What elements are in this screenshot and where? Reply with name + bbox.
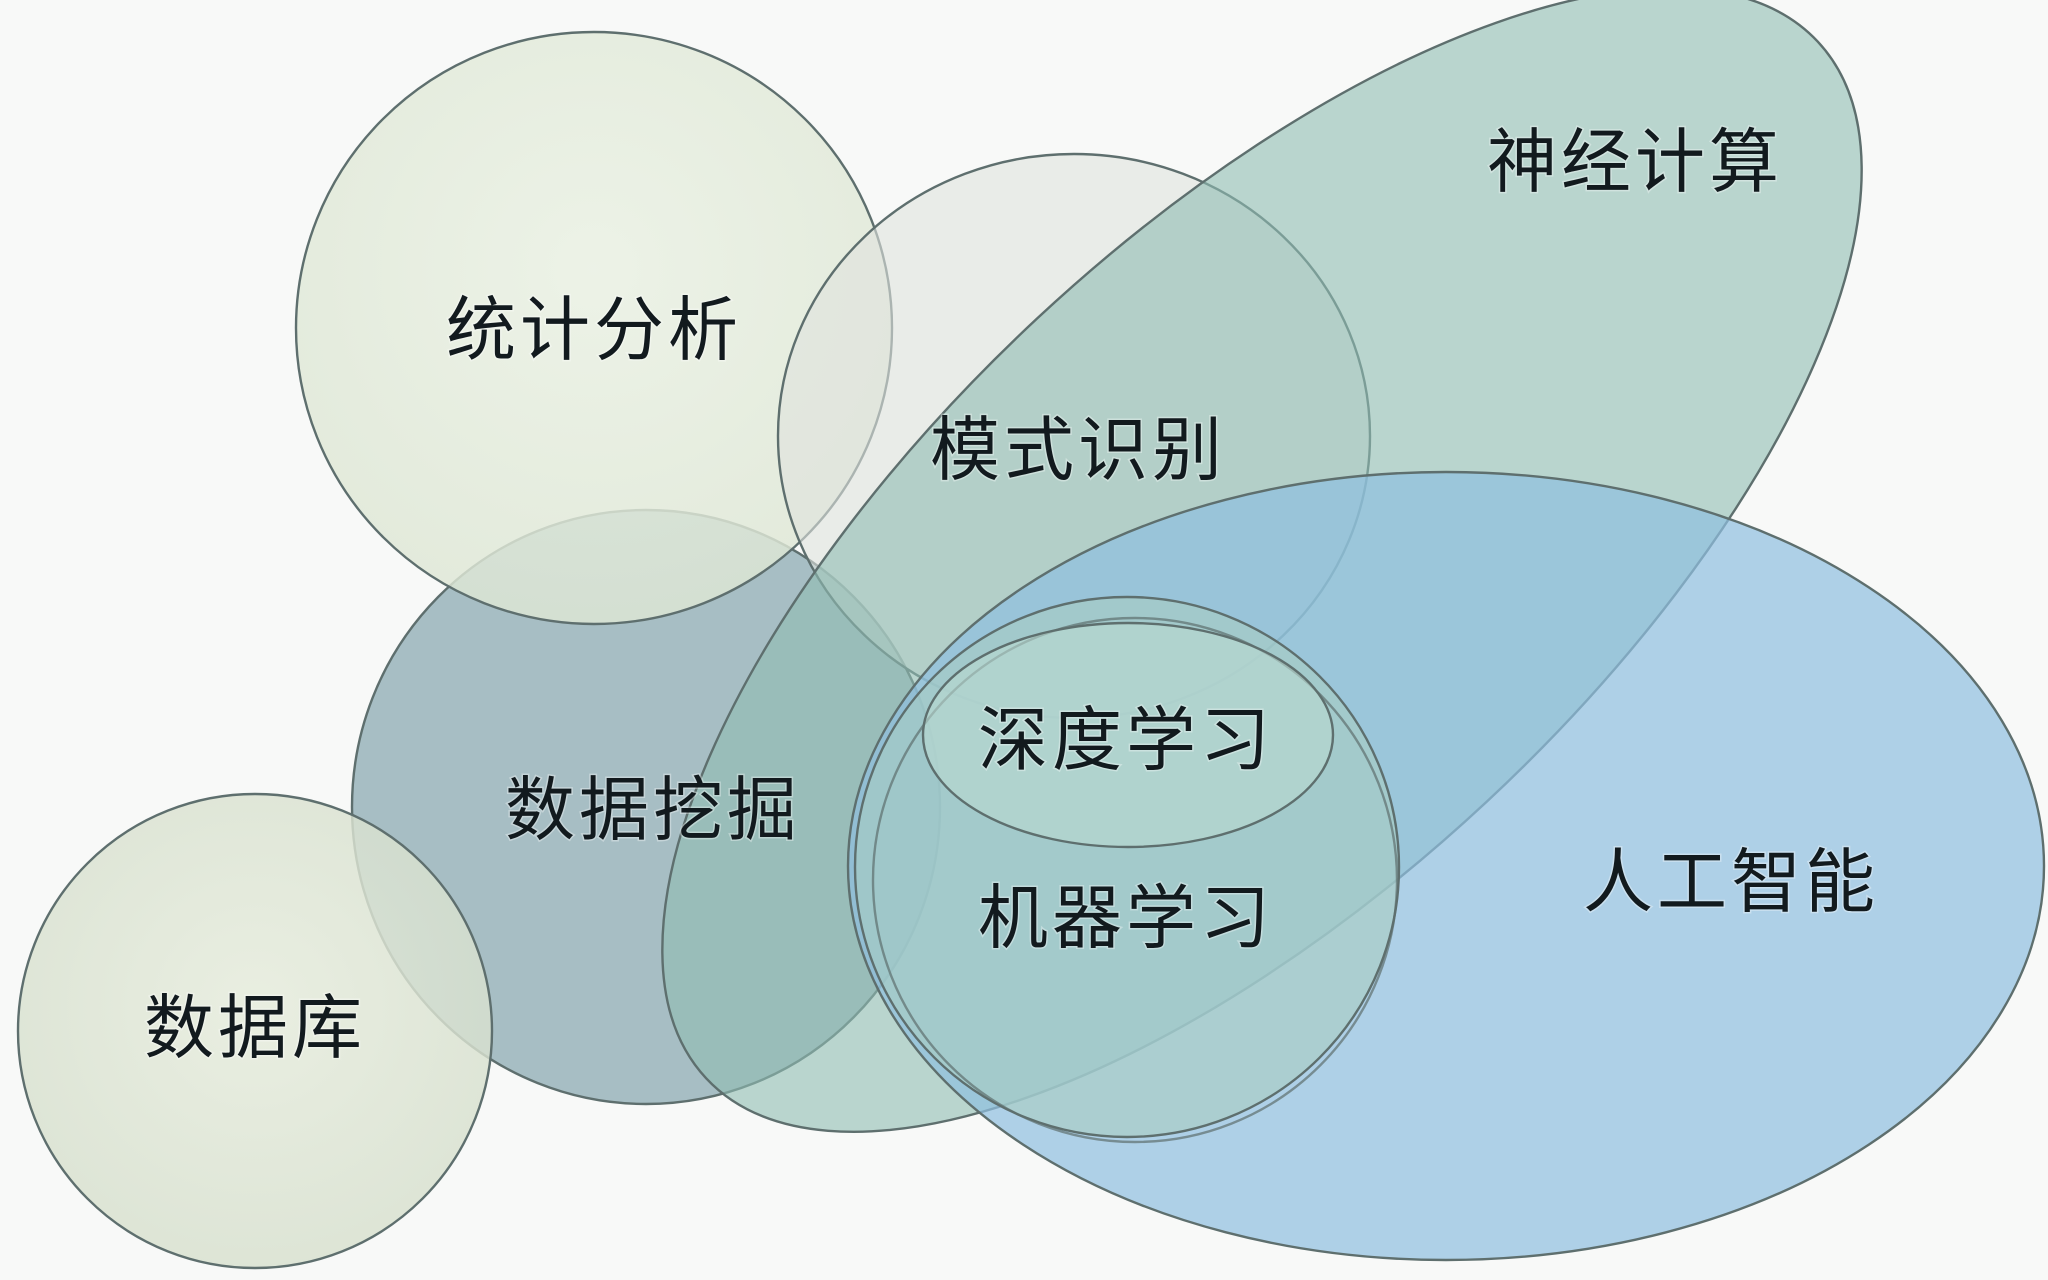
shape-layer — [16, 0, 2046, 1270]
label-deep-learning[interactable]: 深度学习 — [977, 698, 1274, 783]
set-shape-deep-learning[interactable] — [921, 621, 1335, 849]
label-neural-computing[interactable]: 神经计算 — [1486, 120, 1783, 205]
label-database[interactable]: 数据库 — [143, 986, 366, 1071]
label-layer: 统计分析 模式识别 神经计算 数据挖掘 深度学习 机器学习 人工智能 数据库 — [143, 120, 1879, 1071]
label-pattern-recognition[interactable]: 模式识别 — [929, 408, 1226, 493]
label-statistics[interactable]: 统计分析 — [445, 288, 742, 373]
machine-learning-inner-ring — [871, 616, 1399, 1144]
set-shape-database[interactable] — [16, 792, 494, 1270]
label-data-mining[interactable]: 数据挖掘 — [504, 768, 801, 853]
label-machine-learning[interactable]: 机器学习 — [977, 876, 1274, 961]
label-artificial-intelligence[interactable]: 人工智能 — [1582, 840, 1879, 925]
